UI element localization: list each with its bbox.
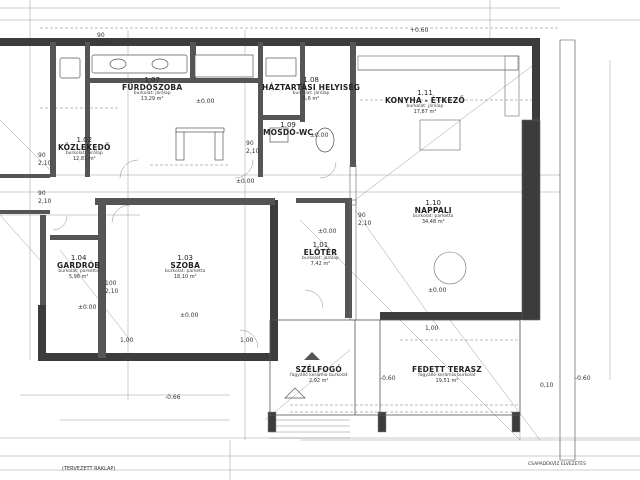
dimension-label: 2,10 — [38, 160, 52, 167]
dimension-label: 90 — [38, 152, 46, 159]
room-label-1-10: 1.10 NAPPALI burkolat: parketta 34,48 m² — [413, 199, 454, 225]
exterior-walls — [0, 38, 540, 361]
dimension-label: 1,00 — [240, 337, 254, 344]
dimension-label: 2,10 — [246, 148, 260, 155]
room-label-1-03: 1.03 SZOBA burkolat: parketta 18,10 m² — [165, 254, 206, 280]
level-mark: ±0.00 — [310, 132, 329, 139]
door-swings — [52, 159, 337, 349]
room-label-1-02: 1.02 KÖZLEKEDŐ burkolat: járólap 12,81 m… — [58, 136, 111, 162]
note-bottom-right: CSAPADÉKVÍZ ELVEZETÉS — [528, 462, 586, 467]
dimension-label: 90 — [246, 140, 254, 147]
level-marker-icon — [304, 352, 320, 360]
room-label-terasz: FEDETT TERASZ fagyálló kerámia burkolat … — [412, 365, 482, 384]
level-mark: ±0.00 — [236, 178, 255, 185]
room-label-1-08: 1.08 HÁZTARTÁSI HELYISÉG burkolat: járól… — [262, 76, 361, 102]
level-mark: ±0.00 — [428, 287, 447, 294]
level-mark: ±0.00 — [196, 98, 215, 105]
room-label-1-04: 1.04 GARDRÓB burkolat: parketta 5,98 m² — [57, 254, 101, 280]
kitchen-fixtures — [357, 55, 520, 285]
room-label-1-07: 1.07 FÜRDŐSZOBA burkolat: járólap 13,29 … — [122, 76, 183, 102]
dimension-label: 90 — [358, 212, 366, 219]
level-mark: ±0.00 — [318, 228, 337, 235]
dimension-label: 1,00 — [120, 337, 134, 344]
north-arrow-icon — [284, 387, 306, 399]
bathroom-fixtures — [59, 54, 335, 161]
level-mark: -0.66 — [165, 394, 181, 401]
dimension-label: 100 — [105, 280, 117, 287]
room-label-szelfogo: SZÉLFOGÓ fagyálló kerámia burkolat 2,92 … — [290, 365, 348, 384]
level-mark: -0.60 — [380, 375, 396, 382]
room-label-1-09: 1.09 MOSDÓ-WC — [263, 121, 314, 138]
interior-walls — [0, 42, 356, 358]
dimension-label: 2,10 — [38, 198, 52, 205]
note-bottom-left: (TERVEZETT RAKLAP) — [62, 466, 116, 472]
level-mark: +0.60 — [410, 27, 429, 34]
dimension-label: 2,10 — [105, 288, 119, 295]
porch-outline — [269, 319, 521, 416]
dimension-label: 1,00 — [425, 325, 439, 332]
level-mark: ±0.00 — [78, 304, 97, 311]
dimension-label: 2,10 — [358, 220, 372, 227]
dimension-lines — [40, 27, 560, 413]
dimension-label: 90 — [38, 190, 46, 197]
dimension-label: 0,10 — [540, 382, 554, 389]
hatched-area — [267, 411, 521, 439]
dimension-label: 2,10 — [97, 40, 111, 47]
level-mark: -0.60 — [575, 375, 591, 382]
dimension-label: 90 — [97, 32, 105, 39]
level-mark: ±0.00 — [180, 312, 199, 319]
room-label-1-01: 1.01 ELŐTÉR burkolat: járólap 7,42 m² — [302, 241, 339, 267]
room-label-1-11: 1.11 KONYHA - ÉTKEZŐ burkolat: járólap 1… — [385, 89, 465, 115]
